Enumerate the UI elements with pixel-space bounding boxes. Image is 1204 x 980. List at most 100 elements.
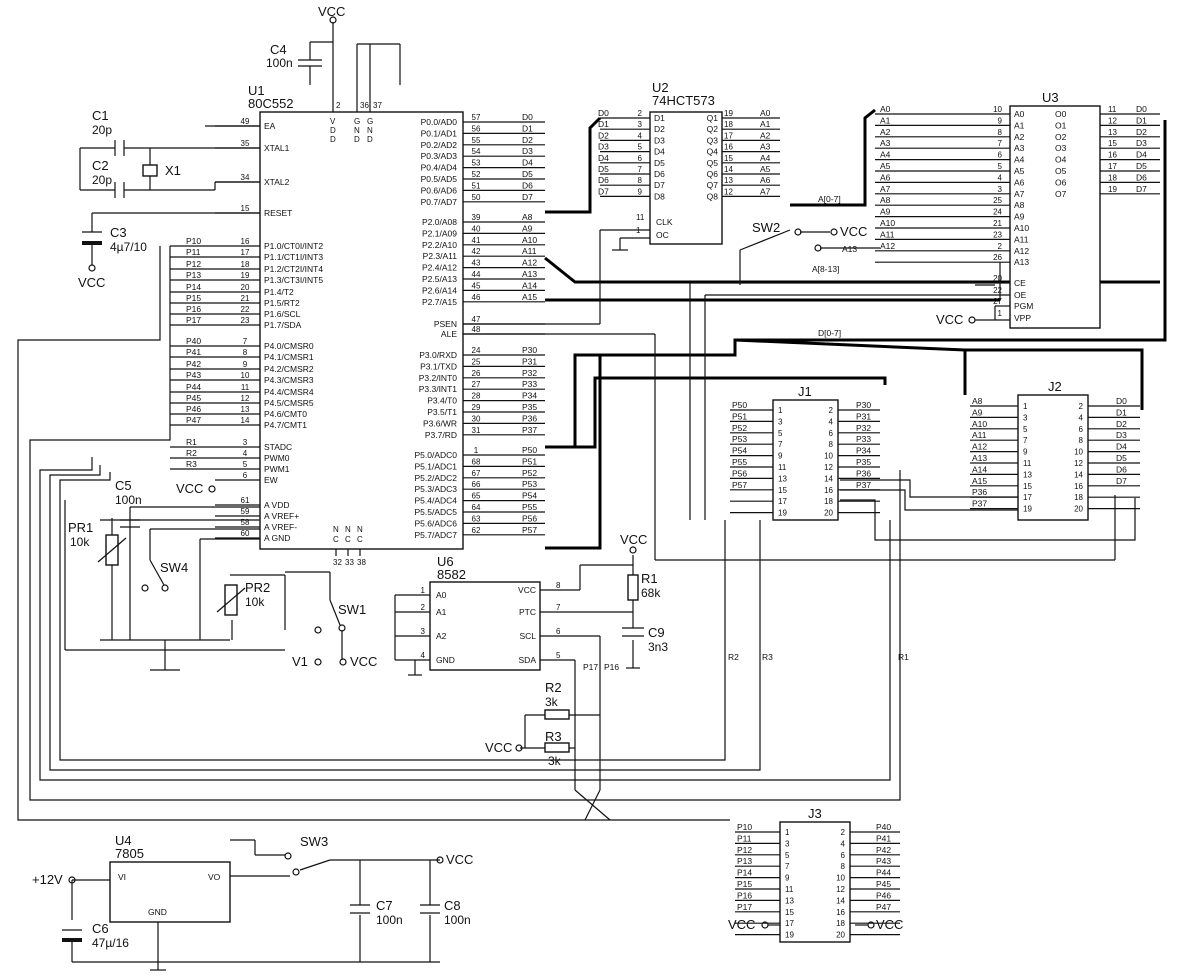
j1-pin-number: 1 — [778, 406, 783, 415]
u1-pin-name: STADC — [264, 442, 292, 452]
u2-net-label: A2 — [760, 130, 771, 140]
j1-net-label: P55 — [732, 457, 747, 467]
u1-pin-name-char: V — [330, 117, 336, 126]
u3-pin-name: CE — [1014, 278, 1026, 288]
u1-net-label: A9 — [522, 223, 533, 233]
u1-pin-number: 5 — [243, 460, 248, 469]
u1-pin-name-char: D — [354, 135, 360, 144]
u3-pin-number: 26 — [993, 253, 1002, 262]
u1-net-label: P41 — [186, 347, 201, 357]
u2-pin-number: 4 — [638, 131, 643, 140]
j2-pin-number: 4 — [1079, 413, 1084, 422]
u1-pin-name: P2.7/A15 — [422, 297, 457, 307]
u1-pin-number: 2 — [336, 101, 341, 110]
u2-oc-number: 1 — [636, 226, 641, 235]
j3-net-label: P45 — [876, 879, 891, 889]
u1-pin-number: 64 — [472, 503, 481, 512]
u3-net-label: A1 — [880, 115, 891, 125]
u1-net-label: P17 — [186, 315, 201, 325]
j3-net-label: P14 — [737, 868, 752, 878]
u1-pin-number: 68 — [472, 457, 481, 466]
u3-pin-name: A2 — [1014, 132, 1025, 142]
u1-net-label: A14 — [522, 280, 537, 290]
j2-pin-number: 6 — [1079, 425, 1084, 434]
u6-pin-number: 5 — [556, 651, 561, 660]
j3-net-label: P46 — [876, 890, 891, 900]
u4-ref: U4 — [115, 833, 132, 848]
c2-ref: C2 — [92, 158, 109, 173]
u2-pin-number: 12 — [724, 187, 733, 196]
j1-pin-number: 5 — [778, 429, 783, 438]
u1-pin-number: 7 — [243, 337, 248, 346]
pr1-val: 10k — [70, 535, 90, 549]
u1-pin-name: PWM0 — [264, 453, 290, 463]
u1-net-label: P50 — [522, 445, 537, 455]
j3-net-label: P13 — [737, 856, 752, 866]
j3-pin-number: 17 — [785, 919, 794, 928]
u3-pin-number: 22 — [993, 286, 1002, 295]
j3-ref: J3 — [808, 806, 822, 821]
u3-pin-name: O7 — [1055, 189, 1067, 199]
u3-pin-name: PGM — [1014, 301, 1033, 311]
r3-val: 3k — [548, 754, 562, 768]
u1-net-label: P45 — [186, 393, 201, 403]
u3-pin-number: 7 — [998, 139, 1003, 148]
u1-pin-name: P2.0/A08 — [422, 217, 457, 227]
j3-pin-number: 5 — [785, 851, 790, 860]
u1-pin-number: 46 — [472, 293, 481, 302]
u1-pin-number: 3 — [243, 438, 248, 447]
u1-pin-name: P1.3/CT3I/INT5 — [264, 275, 323, 285]
u1-pin-name-char: N — [345, 525, 351, 534]
u6-pin-name: PTC — [519, 607, 536, 617]
u1-pin-name: A GND — [264, 533, 290, 543]
u2-pin-number: 16 — [724, 143, 733, 152]
u3-pin-number: 20 — [993, 274, 1002, 283]
u1-ref: U1 — [248, 83, 265, 98]
u3-net-label: A11 — [880, 229, 895, 239]
u1-pin-number: 19 — [241, 271, 250, 280]
j3-pin-number: 19 — [785, 931, 794, 940]
u1-net-label: P44 — [186, 382, 201, 392]
j2-pin-number: 5 — [1023, 425, 1028, 434]
u1-pin-name: P3.5/T1 — [427, 407, 457, 417]
c6-val: 47µ/16 — [92, 936, 129, 950]
u3-pin-number: 15 — [1108, 139, 1117, 148]
j3-net-label: P44 — [876, 868, 891, 878]
u1-pin-name-char: D — [330, 135, 336, 144]
pr1-ref: PR1 — [68, 520, 93, 535]
j3-pins: P101P113P125P137P149P1511P1613P17151719P… — [735, 822, 900, 940]
j1-pin-number: 8 — [829, 440, 834, 449]
u2-pin-number: 9 — [638, 187, 643, 196]
u2-clk-number: 11 — [636, 213, 645, 222]
c1-ref: C1 — [92, 108, 109, 123]
u1-pin-number: 1 — [474, 446, 479, 455]
j1-net-label: P34 — [856, 446, 871, 456]
u1-pin-name: PSEN — [434, 319, 457, 329]
u3-net-label: D4 — [1136, 150, 1147, 160]
u2-net-label: D3 — [598, 142, 609, 152]
component-symbols — [62, 16, 976, 971]
u2-net-label: A6 — [760, 175, 771, 185]
j1-pin-number: 4 — [829, 417, 834, 426]
u1-pin-number: 60 — [241, 529, 250, 538]
j3-net-label: P43 — [876, 856, 891, 866]
u3-pin-number: 27 — [993, 297, 1002, 306]
j2-pin-number: 12 — [1074, 459, 1083, 468]
u1-pin-name: P3.1/TXD — [420, 361, 457, 371]
u1-pin-number: 52 — [472, 170, 481, 179]
u1-pin-name: P5.2/ADC2 — [414, 473, 457, 483]
u1-net-label: D4 — [522, 158, 533, 168]
u1-pin-number: 39 — [472, 213, 481, 222]
u1-pin-number: 29 — [472, 403, 481, 412]
u1-pin-name: P1.7/SDA — [264, 320, 302, 330]
c9-ref: C9 — [648, 625, 665, 640]
j1-pin-number: 10 — [824, 452, 833, 461]
vcc-u3: VCC — [936, 312, 963, 327]
u3-pin-name: A1 — [1014, 120, 1025, 130]
j3-net-label: P12 — [737, 845, 752, 855]
u2-pin-name: Q5 — [707, 158, 719, 168]
u1-net-label: P32 — [522, 368, 537, 378]
u3-net-label: D0 — [1136, 104, 1147, 114]
j3-net-label: P40 — [876, 822, 891, 832]
